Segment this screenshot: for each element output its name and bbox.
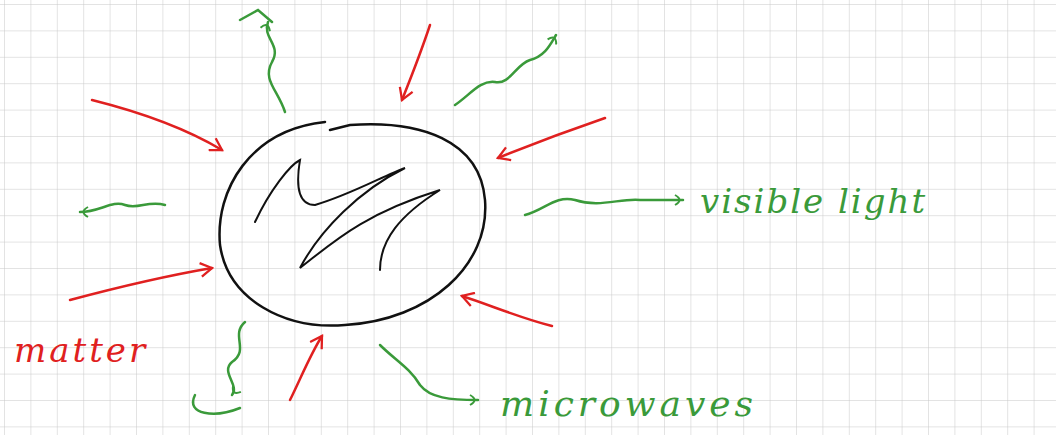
radiation-label: microwaves [500,386,757,422]
radiation-label: visible light [700,184,927,218]
galaxy [220,122,486,326]
radiation-arrows [80,10,683,414]
matter-label: matter [14,333,148,367]
matter-arrows [70,25,605,400]
